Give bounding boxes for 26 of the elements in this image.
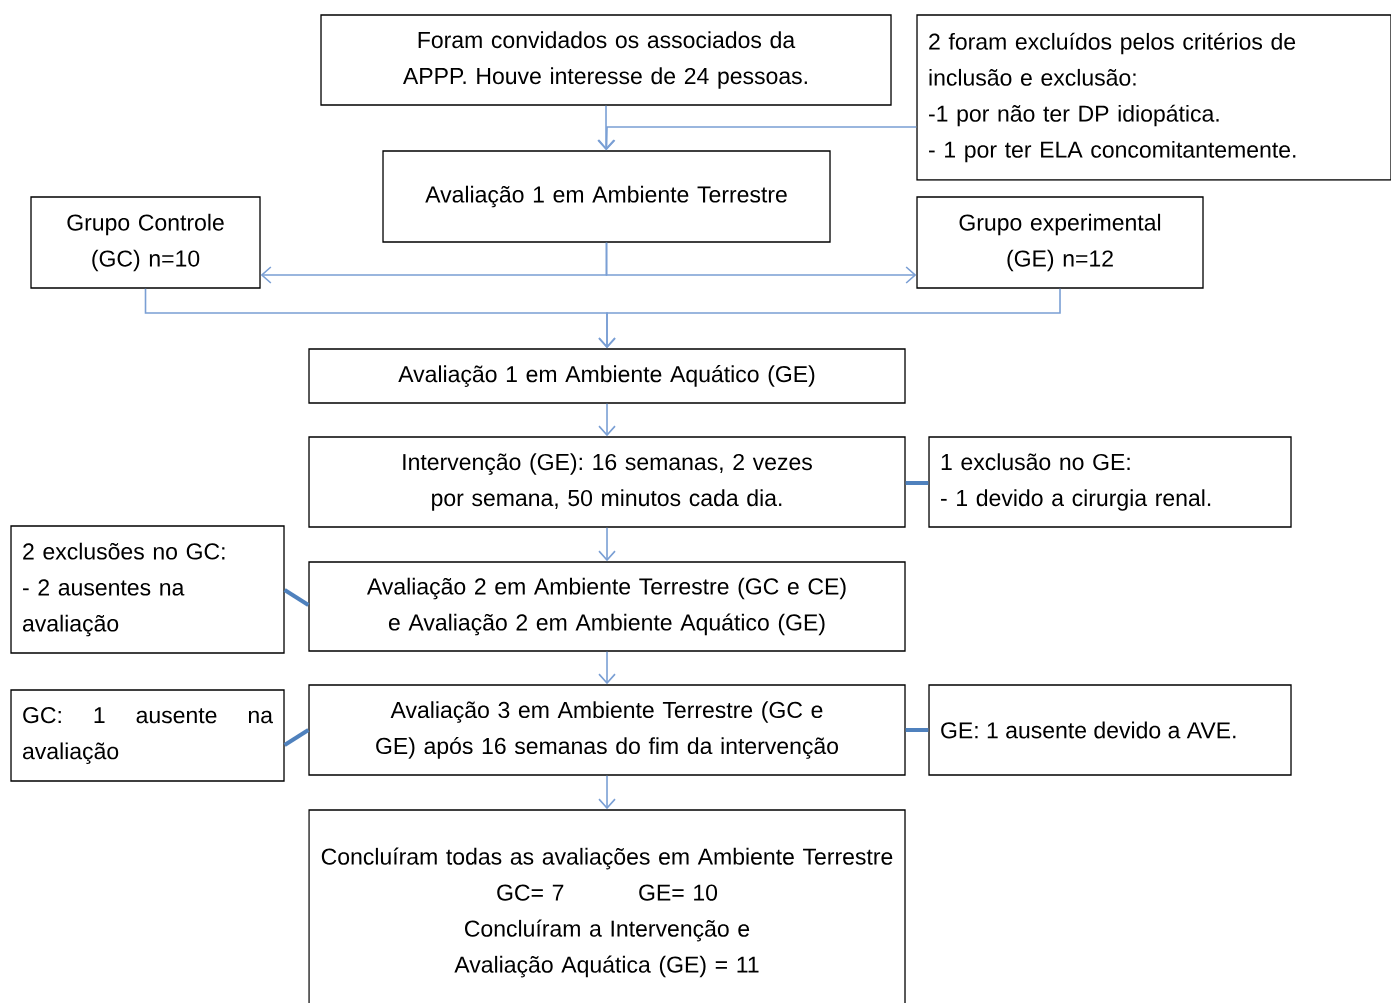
arrow	[597, 104, 615, 151]
arrow	[605, 241, 917, 284]
arrow	[598, 287, 1061, 349]
result-box: Concluíram todas as avaliações em Ambiente Terrestre GC= 7 GE= 10 Concluíram a Intervenção e Avaliação Aquática (GE) = 11	[308, 809, 906, 1003]
exclusion-box: 2 foram excluídos pelos critérios de inclusão e exclusão: -1 por não ter DP idiopática. - 1 por ter ELA concomitantemente.	[916, 14, 1391, 181]
exclusion-box: 1 exclusão no GE: - 1 devido a cirurgia renal.	[928, 436, 1292, 528]
process-box: Avaliação 2 em Ambiente Terrestre (GC e CE) e Avaliação 2 em Ambiente Aquático (GE)	[308, 561, 906, 652]
connector-line	[283, 588, 310, 607]
arrow	[598, 526, 616, 562]
process-box: Avaliação 1 em Ambiente Terrestre	[382, 150, 831, 243]
process-box: Avaliação 1 em Ambiente Aquático (GE)	[308, 348, 906, 404]
connector-line	[283, 728, 310, 747]
process-box: Intervenção (GE): 16 semanas, 2 vezes por semana, 50 minutos cada dia.	[308, 436, 906, 528]
exclusion-box: GC: 1 ausente na avaliação	[10, 689, 285, 782]
arrow	[597, 126, 918, 151]
arrow	[598, 774, 616, 810]
group-box: Grupo Controle (GC) n=10	[30, 196, 261, 289]
process-box: Foram convidados os associados da APPP. Houve interesse de 24 pessoas.	[320, 14, 892, 106]
exclusion-box: GE: 1 ausente devido a AVE.	[928, 684, 1292, 776]
arrow	[598, 402, 616, 437]
exclusion-box: 2 exclusões no GC: - 2 ausentes na avaliação	[10, 525, 285, 654]
arrow	[598, 650, 616, 685]
connector-line	[905, 481, 929, 485]
group-box: Grupo experimental (GE) n=12	[916, 196, 1204, 289]
process-box: Avaliação 3 em Ambiente Terrestre (GC e GE) após 16 semanas do fim da intervenção	[308, 684, 906, 776]
connector-line	[905, 728, 929, 732]
